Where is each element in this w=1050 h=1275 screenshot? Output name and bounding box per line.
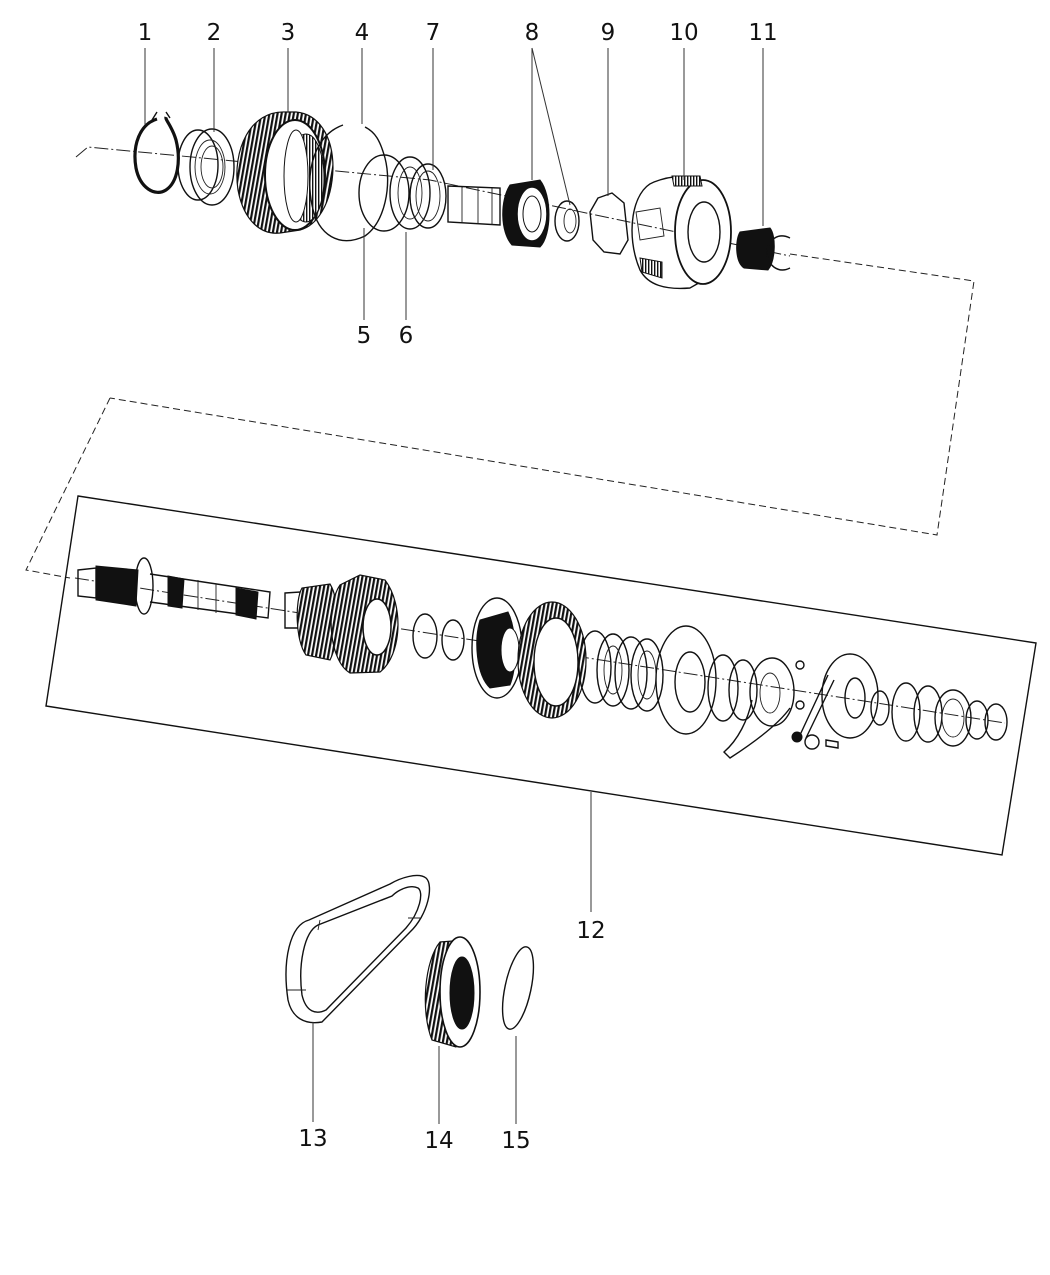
part-4-snap-ring[interactable]	[309, 124, 389, 242]
shift-fork	[722, 657, 805, 759]
part-13-drive-chain[interactable]	[285, 874, 431, 1024]
thrust-washer-c	[707, 654, 739, 722]
connector-dashed-line-right	[109, 253, 975, 536]
clutch-plate-pack	[578, 630, 664, 712]
part-9-thrust-plate[interactable]	[589, 192, 629, 255]
callout-7[interactable]: 7	[425, 20, 441, 46]
connector-dashed-line-left	[25, 397, 111, 579]
part-12-assembly-box[interactable]	[25, 397, 1037, 856]
part-7-ring[interactable]	[409, 163, 447, 229]
callout-12[interactable]: 12	[576, 918, 606, 944]
callout-8[interactable]: 8	[524, 20, 540, 46]
part-2-bearing[interactable]	[177, 128, 235, 206]
main-output-shaft	[77, 557, 271, 620]
callout-3[interactable]: 3	[280, 20, 296, 46]
part-10-planetary-carrier[interactable]	[631, 175, 732, 290]
assembly-box-outline	[45, 495, 1037, 856]
rear-bearing-stack	[870, 682, 1008, 747]
callout-10[interactable]: 10	[669, 20, 699, 46]
part-1-snap-ring[interactable]	[133, 111, 180, 194]
callout-6[interactable]: 6	[398, 323, 414, 349]
snap-ring-a	[412, 613, 438, 659]
part-14-driven-sprocket[interactable]	[424, 936, 481, 1048]
thrust-bearing-c	[728, 659, 758, 721]
callout-15[interactable]: 15	[501, 1128, 531, 1154]
drive-hub-gear	[284, 574, 399, 674]
part-15-snap-ring[interactable]	[497, 944, 540, 1032]
callout-leader-lines	[144, 47, 764, 1124]
part-6-thrust-washer[interactable]	[389, 156, 431, 230]
callout-13[interactable]: 13	[298, 1126, 328, 1152]
callout-2[interactable]: 2	[206, 20, 222, 46]
part-11-hub[interactable]	[736, 227, 791, 271]
callout-5[interactable]: 5	[356, 323, 372, 349]
upper-assembly	[75, 111, 975, 536]
part-8-sun-gear-and-bearing[interactable]	[502, 179, 580, 248]
callout-9[interactable]: 9	[600, 20, 616, 46]
part-3-ring-gear[interactable]	[236, 111, 334, 234]
snap-ring-b	[441, 619, 465, 661]
chain-sprocket	[517, 601, 587, 719]
leader-line-8	[531, 47, 571, 206]
pressure-plate	[655, 625, 717, 735]
callout-4[interactable]: 4	[354, 20, 370, 46]
range-fork-cam	[791, 653, 879, 750]
callout-14[interactable]: 14	[424, 1128, 454, 1154]
part-5-ring[interactable]	[358, 154, 410, 232]
hub-shaft	[447, 185, 501, 226]
clutch-housing	[471, 597, 523, 699]
callout-1[interactable]: 1	[137, 20, 153, 46]
callout-11[interactable]: 11	[748, 20, 778, 46]
